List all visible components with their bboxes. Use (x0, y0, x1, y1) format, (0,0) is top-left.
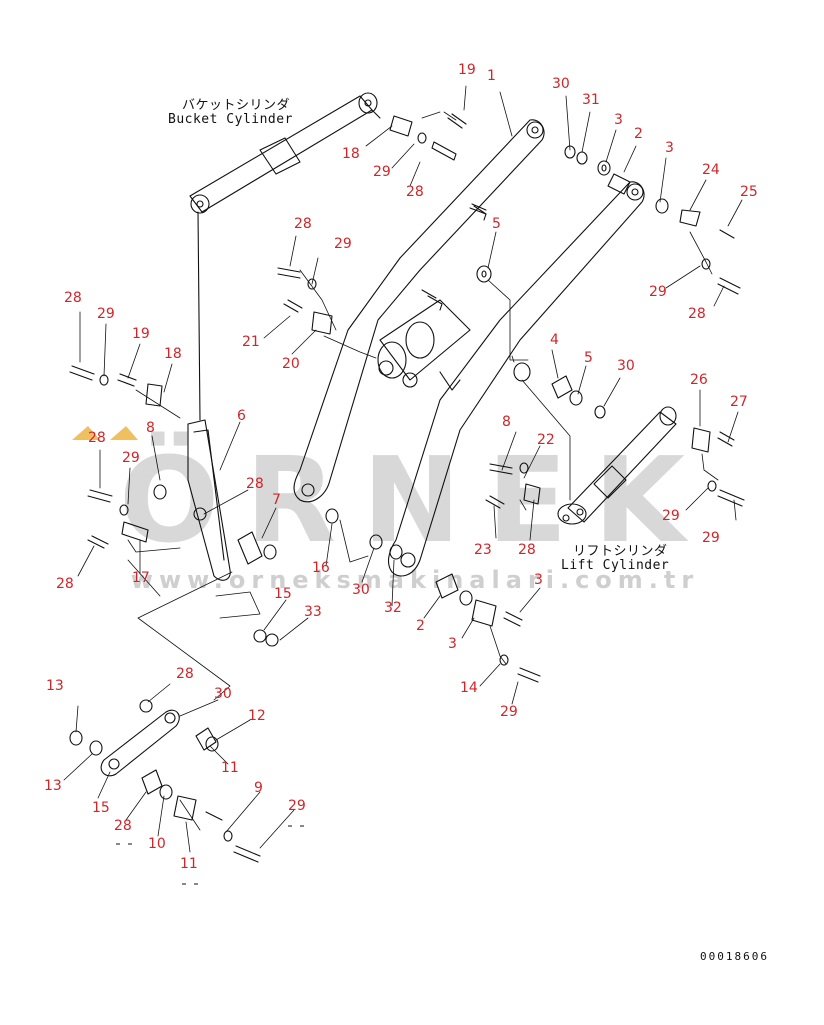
callout: 30 (617, 358, 635, 374)
callout: 29 (662, 508, 680, 524)
callout: 8 (146, 420, 155, 436)
callout: 3 (614, 112, 623, 128)
callout: 2 (634, 126, 643, 142)
callout: 7 (272, 492, 281, 508)
callout: 5 (584, 350, 593, 366)
callout: 30 (352, 582, 370, 598)
callout: 20 (282, 356, 300, 372)
callout: 30 (214, 686, 232, 702)
watermark-accent (72, 426, 138, 440)
callout: 32 (384, 600, 402, 616)
callout: 26 (690, 372, 708, 388)
callout: 15 (274, 586, 292, 602)
callout: 9 (254, 780, 263, 796)
bell-crank (187, 419, 231, 581)
callout: 1 (487, 68, 496, 84)
lift-arm-left (293, 119, 545, 503)
callout: 16 (312, 560, 330, 576)
callout: 24 (702, 162, 720, 178)
callout: 17 (132, 570, 150, 586)
callout: 3 (448, 636, 457, 652)
callout-labels: 19 1 30 31 3 2 3 18 29 28 24 25 28 29 5 … (44, 62, 758, 872)
bucket-cylinder (189, 92, 381, 214)
callout: 29 (97, 306, 115, 322)
callout: 5 (492, 216, 501, 232)
bucket-cylinder-caption-en: Bucket Cylinder (168, 112, 293, 127)
callout: 29 (288, 798, 306, 814)
callout: 3 (665, 140, 674, 156)
detail-marks (116, 825, 304, 885)
callout: 28 (176, 666, 194, 682)
link-12 (100, 709, 180, 777)
callout: 28 (88, 430, 106, 446)
callout: 21 (242, 334, 260, 350)
callout: 27 (730, 394, 748, 410)
callout: 15 (92, 800, 110, 816)
callout: 33 (304, 604, 322, 620)
callout: 28 (294, 216, 312, 232)
callout: 2 (416, 618, 425, 634)
callout: 28 (56, 576, 74, 592)
callout: 19 (132, 326, 150, 342)
callout: 4 (550, 332, 559, 348)
callout: 10 (148, 836, 166, 852)
callout: 28 (64, 290, 82, 306)
lift-cylinder-caption-jp: リフトシリンダ (573, 544, 668, 559)
callout: 14 (460, 680, 478, 696)
callout: 12 (248, 708, 266, 724)
callout: 29 (702, 530, 720, 546)
document-number: 00018606 (700, 950, 769, 963)
leader-lines (63, 85, 743, 853)
callout: 8 (502, 414, 511, 430)
callout: 29 (373, 164, 391, 180)
callout: 25 (740, 184, 758, 200)
callout: 6 (237, 408, 246, 424)
hardware-parts (69, 113, 745, 863)
callout: 29 (122, 450, 140, 466)
callout: 19 (458, 62, 476, 78)
callout: 29 (334, 236, 352, 252)
callout: 11 (221, 760, 239, 776)
callout: 30 (552, 76, 570, 92)
callout: 28 (518, 542, 536, 558)
bucket-cylinder-link-line (197, 211, 201, 421)
callout: 23 (474, 542, 492, 558)
cross-tube (377, 289, 471, 391)
lift-cylinder-caption-en: Lift Cylinder (561, 558, 670, 573)
bucket-cylinder-caption-jp: バケットシリンダ (182, 98, 291, 113)
guide-lines (127, 111, 719, 831)
callout: 3 (534, 572, 543, 588)
lift-cylinder (557, 406, 677, 525)
callout: 31 (582, 92, 600, 108)
callout: 28 (114, 818, 132, 834)
callout: 28 (688, 306, 706, 322)
callout: 18 (342, 146, 360, 162)
callout: 28 (406, 184, 424, 200)
callout: 13 (46, 678, 64, 694)
callout: 29 (649, 284, 667, 300)
callout: 11 (180, 856, 198, 872)
callout: 28 (246, 476, 264, 492)
callout: 29 (500, 704, 518, 720)
callout: 13 (44, 778, 62, 794)
callout: 18 (164, 346, 182, 362)
callout: 22 (537, 432, 555, 448)
